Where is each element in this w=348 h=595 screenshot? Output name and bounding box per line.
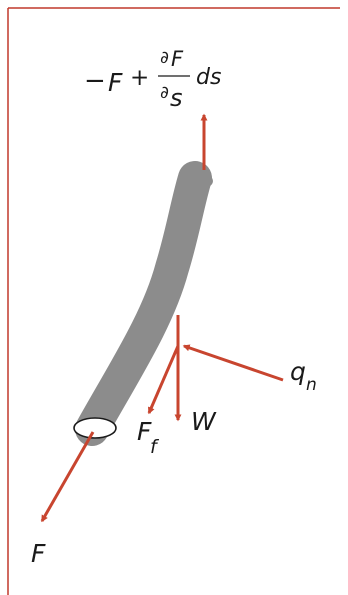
partial-numerator: ∂ bbox=[160, 48, 169, 68]
force-symbol: F bbox=[108, 68, 123, 97]
plus-sign: + bbox=[130, 65, 149, 91]
cable-top-end bbox=[179, 172, 213, 190]
weight-label: W bbox=[191, 407, 217, 436]
cable-segment bbox=[75, 161, 212, 446]
friction-F-letter: F bbox=[137, 417, 152, 446]
q-letter: q bbox=[290, 357, 306, 386]
force-numerator: F bbox=[171, 47, 184, 71]
bottom-force-arrow bbox=[40, 431, 95, 523]
s-denominator: s bbox=[170, 84, 183, 112]
top-force-label: − F + ∂ F ∂ s ds bbox=[84, 47, 221, 112]
normal-load-arrow bbox=[182, 344, 284, 382]
qn-label: q n bbox=[290, 357, 317, 395]
bottom-force-label: F bbox=[31, 539, 46, 568]
friction-label: F f bbox=[137, 417, 160, 458]
friction-subscript: f bbox=[150, 436, 160, 458]
partial-denominator: ∂ bbox=[160, 83, 169, 103]
ds-term: ds bbox=[196, 65, 221, 90]
minus-sign: − bbox=[84, 66, 106, 96]
friction-force-arrow bbox=[147, 345, 180, 415]
n-subscript: n bbox=[306, 375, 317, 395]
cable-cross-section bbox=[73, 417, 117, 439]
